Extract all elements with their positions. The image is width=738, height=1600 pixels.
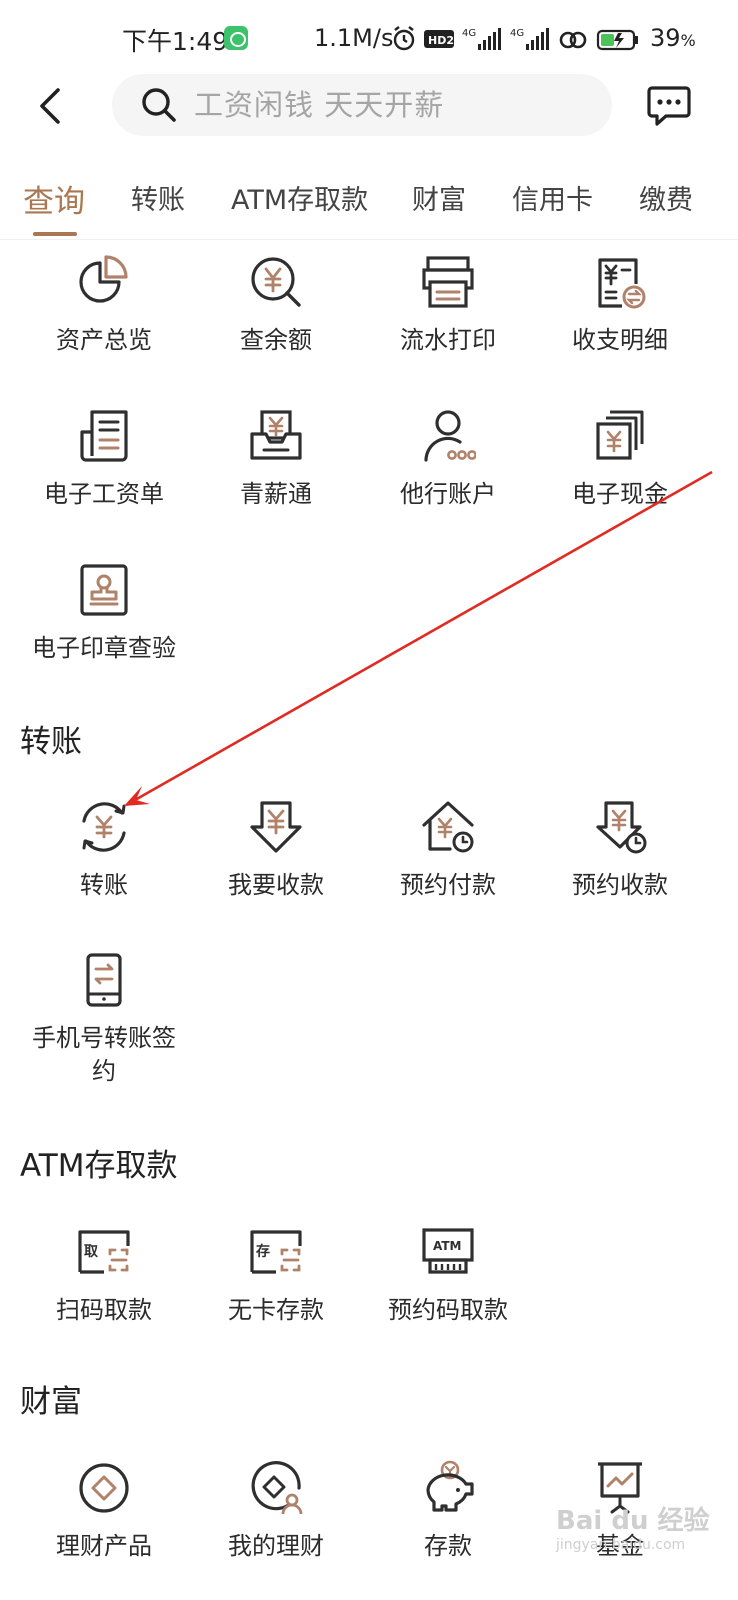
network-speed: 1.1M/s [314,24,394,52]
active-tab-indicator [33,232,77,236]
alarm-icon [393,26,415,51]
menu-item-label: 青薪通 [240,480,312,508]
search-input[interactable] [194,84,594,126]
menu-item-label: 电子工资单 [44,480,164,508]
menu-item-e-seal-verify[interactable]: 电子印章查验 [18,562,190,665]
transfer-icon [82,802,126,852]
svg-text:ATM: ATM [433,1239,461,1253]
menu-item-label: 他行账户 [400,480,496,508]
e-cash-icon [596,410,644,460]
section-title-atm: ATM存取款 [20,1148,178,1184]
search-icon [142,88,176,122]
svg-text:HD2: HD2 [428,34,454,47]
tab-wealth[interactable]: 财富 [412,185,466,216]
my-wealth-icon [251,1461,303,1515]
svg-text:存: 存 [256,1243,270,1260]
tab-credit-card[interactable]: 信用卡 [512,185,593,216]
menu-item-statement-print[interactable]: 流水打印 [362,254,534,357]
section-title-transfer: 转账 [20,724,82,760]
menu-item-transfer[interactable]: 转账 [18,799,190,902]
menu-item-label: 收支明细 [572,326,668,354]
menu-item-label: 存款 [424,1532,472,1560]
menu-item-label: 电子印章查验 [32,634,176,662]
category-tabs: 查询 转账 ATM存取款 财富 信用卡 缴费 [0,168,738,240]
hd-icon: HD2 [424,30,454,48]
phone-transfer-icon [86,953,122,1007]
menu-item-qingxintong[interactable]: 青薪通 [190,408,362,511]
menu-item-other-bank[interactable]: 他行账户 [362,408,534,511]
menu-item-fund[interactable]: 基金 [534,1460,706,1563]
tab-atm[interactable]: ATM存取款 [231,185,369,216]
other-bank-account-icon [424,410,476,462]
menu-item-label: 理财产品 [56,1532,152,1560]
menu-item-my-wealth[interactable]: 我的理财 [190,1460,362,1563]
tab-payment[interactable]: 缴费 [639,185,693,216]
section-title-wealth: 财富 [20,1384,82,1420]
svg-text:4G: 4G [510,28,524,39]
menu-item-label: 电子现金 [572,480,668,508]
receive-money-icon [250,801,302,853]
cardless-deposit-icon: 存 [250,1230,302,1274]
menu-item-label: 我要收款 [228,871,324,899]
scan-withdraw-icon: 取 [78,1230,130,1274]
signal-4g-icon: 4G [462,28,501,50]
battery-icon [596,29,638,51]
menu-item-label: 流水打印 [400,326,496,354]
signal-4g-icon: 4G [510,28,549,50]
link-icon [559,31,587,49]
back-button[interactable] [30,84,74,128]
scheduled-payment-icon [422,801,474,853]
status-icons: HD2 4G 4G [393,26,638,51]
menu-item-balance[interactable]: 查余额 [190,254,362,357]
menu-item-appointment-withdraw[interactable]: ATM 预约码取款 [362,1224,534,1327]
balance-search-icon [251,257,301,307]
pie-chart-icon [79,255,128,303]
salary-tray-icon [250,410,302,460]
svg-text:取: 取 [84,1244,99,1260]
wealth-product-icon [79,1463,129,1513]
menu-item-e-payslip[interactable]: 电子工资单 [18,408,190,511]
menu-item-scheduled-receipt[interactable]: 预约收款 [534,799,706,902]
menu-item-receive-money[interactable]: 我要收款 [190,799,362,902]
menu-item-scheduled-payment[interactable]: 预约付款 [362,799,534,902]
seal-icon [80,564,128,616]
printer-icon [422,256,474,308]
battery-percentage: 39% [650,24,696,52]
menu-item-label: 预约收款 [572,871,668,899]
menu-item-cardless-deposit[interactable]: 存 无卡存款 [190,1224,362,1327]
scheduled-receipt-icon [596,801,647,854]
menu-item-label: 资产总览 [56,326,152,354]
menu-item-e-cash[interactable]: 电子现金 [534,408,706,511]
menu-item-label: 手机号转账签约 [32,1024,176,1085]
menu-item-label: 转账 [80,871,128,899]
menu-item-phone-transfer-sign[interactable]: 手机号转账签约 [18,952,190,1088]
menu-item-asset-overview[interactable]: 资产总览 [18,254,190,357]
menu-item-wealth-products[interactable]: 理财产品 [18,1460,190,1563]
menu-item-label: 扫码取款 [56,1296,152,1324]
receipt-detail-icon [598,258,646,309]
svg-text:4G: 4G [462,28,476,39]
message-icon[interactable] [646,84,692,128]
status-bar: 下午1:49 1.1M/s HD2 4G 4G 39% [0,0,738,70]
wechat-notification-icon [224,26,248,50]
status-time: 下午1:49 [122,27,229,56]
menu-item-label: 我的理财 [228,1532,324,1560]
tab-query[interactable]: 查询 [23,184,85,220]
menu-item-label: 预约付款 [400,871,496,899]
menu-item-label: 无卡存款 [228,1296,324,1324]
tab-transfer[interactable]: 转账 [131,185,185,216]
atm-icon: ATM [422,1228,474,1274]
menu-item-deposit[interactable]: 存款 [362,1460,534,1563]
fund-icon [598,1462,642,1514]
menu-item-income-expense[interactable]: 收支明细 [534,254,706,357]
menu-item-label: 预约码取款 [388,1296,508,1324]
payslip-icon [80,410,128,462]
search-bar[interactable] [112,74,612,136]
menu-item-scan-withdraw[interactable]: 取 扫码取款 [18,1224,190,1327]
menu-item-label: 查余额 [240,326,312,354]
piggy-bank-icon [426,1460,474,1512]
menu-item-label: 基金 [596,1532,644,1560]
